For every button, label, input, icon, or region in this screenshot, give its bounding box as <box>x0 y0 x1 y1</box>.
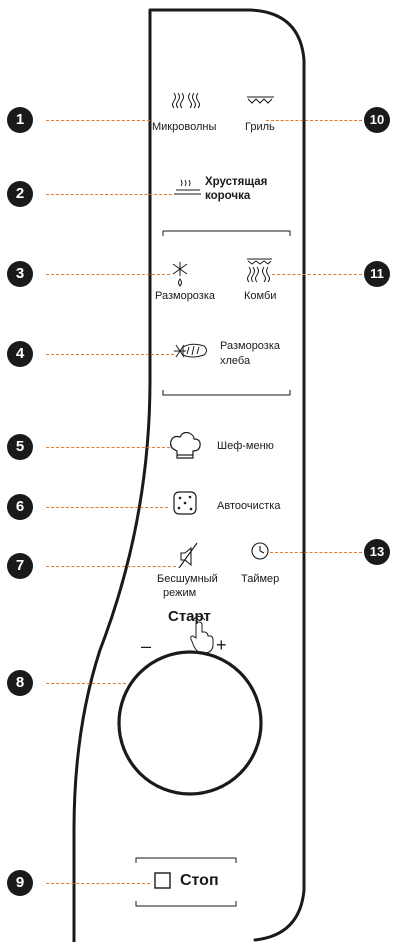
stop-bracket-bottom <box>135 901 237 907</box>
leader-line-2 <box>46 194 172 195</box>
callout-6: 6 <box>7 494 33 520</box>
mute-icon <box>178 542 198 569</box>
leader-line-5 <box>46 447 170 448</box>
leader-line-6 <box>46 507 168 508</box>
chef-hat-icon <box>170 431 201 459</box>
bread-defrost-label-line2: хлеба <box>220 355 251 367</box>
auto-clean-icon <box>173 491 197 515</box>
control-knob <box>117 650 263 796</box>
leader-line-4 <box>46 354 174 355</box>
silent-mode-label-line1: Бесшумный <box>157 573 218 585</box>
leader-line-10 <box>266 120 362 121</box>
callout-5: 5 <box>7 434 33 460</box>
callout-10: 10 <box>364 107 390 133</box>
callout-4: 4 <box>7 341 33 367</box>
panel-outline <box>72 8 306 942</box>
combi-label: Комби <box>244 290 277 302</box>
combi-icon <box>247 258 272 283</box>
stop-label: Стоп <box>180 872 219 889</box>
timer-label: Таймер <box>241 573 280 585</box>
grill-icon <box>247 96 274 104</box>
microwave-label: Микроволны <box>152 121 217 133</box>
leader-line-11 <box>272 274 362 275</box>
group-bracket-top <box>162 230 291 236</box>
callout-1: 1 <box>7 107 33 133</box>
leader-line-13 <box>270 552 362 553</box>
bread-defrost-label-line1: Разморозка <box>220 340 281 352</box>
callout-3: 3 <box>7 261 33 287</box>
chef-menu-label: Шеф-меню <box>217 440 274 452</box>
square-icon <box>154 872 171 889</box>
bread-defrost-icon <box>174 343 207 358</box>
clock-icon <box>251 542 269 560</box>
defrost-icon <box>172 262 188 287</box>
leader-line-7 <box>46 566 176 567</box>
minus-sign: – <box>141 636 152 656</box>
microwave-waves-icon <box>172 92 200 109</box>
stop-bracket-top <box>135 857 237 863</box>
silent-mode-label-line2: режим <box>163 587 197 599</box>
callout-2: 2 <box>7 181 33 207</box>
hand-press-icon <box>190 616 214 654</box>
group-bracket-bottom <box>162 390 291 396</box>
crispy-label-line2: корочка <box>205 190 251 202</box>
callout-7: 7 <box>7 553 33 579</box>
leader-line-3 <box>46 274 170 275</box>
callout-13: 13 <box>364 539 390 565</box>
leader-line-1 <box>46 120 150 121</box>
callout-9: 9 <box>7 870 33 896</box>
callout-8: 8 <box>7 670 33 696</box>
callout-11: 11 <box>364 261 390 287</box>
crispy-label-line1: Хрустящая <box>205 176 268 188</box>
leader-line-8 <box>46 683 126 684</box>
leader-line-9 <box>46 883 150 884</box>
auto-clean-label: Автоочистка <box>217 500 281 512</box>
plus-sign: + <box>216 635 227 655</box>
defrost-label: Разморозка <box>155 290 216 302</box>
grill-label: Гриль <box>245 121 275 133</box>
crispy-crust-icon <box>174 179 201 195</box>
start-label: Старт <box>168 608 211 625</box>
